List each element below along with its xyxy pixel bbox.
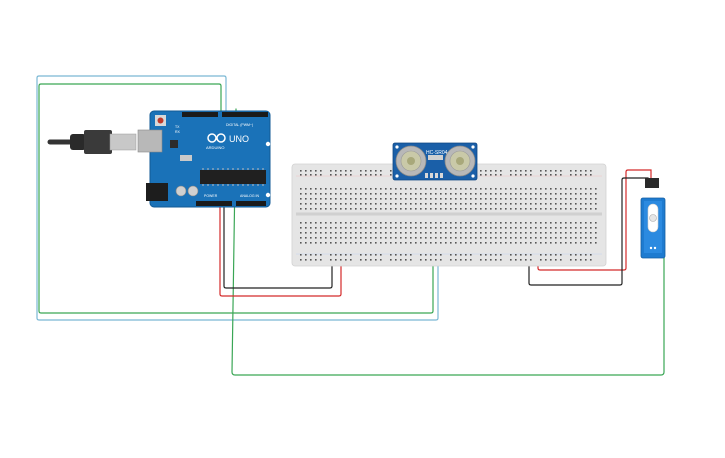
digital-header-2 (222, 112, 268, 117)
ultrasonic-sensor[interactable]: HC-SR04 (392, 142, 478, 181)
microcontroller-chip (200, 170, 266, 184)
breadboard[interactable] (291, 163, 607, 267)
arduino-logo-icon (207, 133, 226, 143)
power-jack (146, 183, 168, 201)
ultrasonic-receiver-icon (444, 145, 476, 177)
board-digital-label: DIGITAL (PWM~) (226, 123, 253, 127)
servo-motor[interactable] (640, 178, 666, 259)
capacitor-2 (187, 185, 199, 197)
board-analog-label: ANALOG IN (240, 194, 260, 198)
arduino-uno-board[interactable]: UNO ARDUINO DIGITAL (PWM~) TX RX POWER A… (137, 110, 271, 208)
wire-black-servo[interactable] (528, 177, 649, 286)
servo-horn-icon (647, 203, 659, 233)
power-header (196, 201, 232, 206)
wire-red-power[interactable] (219, 206, 342, 297)
breadboard-holes (300, 170, 597, 261)
analog-header (236, 201, 266, 206)
wire-black-ground[interactable] (223, 206, 333, 289)
capacitor-1 (175, 185, 187, 197)
sensor-label: HC-SR04 (426, 150, 448, 156)
wire-red-servo[interactable] (537, 169, 652, 271)
board-model-label: UNO (229, 134, 249, 144)
board-tx-label: TX (175, 125, 180, 129)
usb-socket (137, 129, 163, 153)
wire-green-sensor[interactable] (38, 83, 434, 314)
digital-header-1 (182, 112, 218, 117)
board-rx-label: RX (175, 130, 181, 134)
board-power-label: POWER (204, 194, 218, 198)
servo-connector (645, 178, 659, 188)
wire-teal-sensor[interactable] (36, 75, 439, 321)
wire-green-servo[interactable] (231, 108, 665, 376)
board-brand-label: ARDUINO (206, 145, 224, 150)
usb-cable-icon (47, 130, 137, 154)
ultrasonic-transducer-icon (395, 145, 427, 177)
